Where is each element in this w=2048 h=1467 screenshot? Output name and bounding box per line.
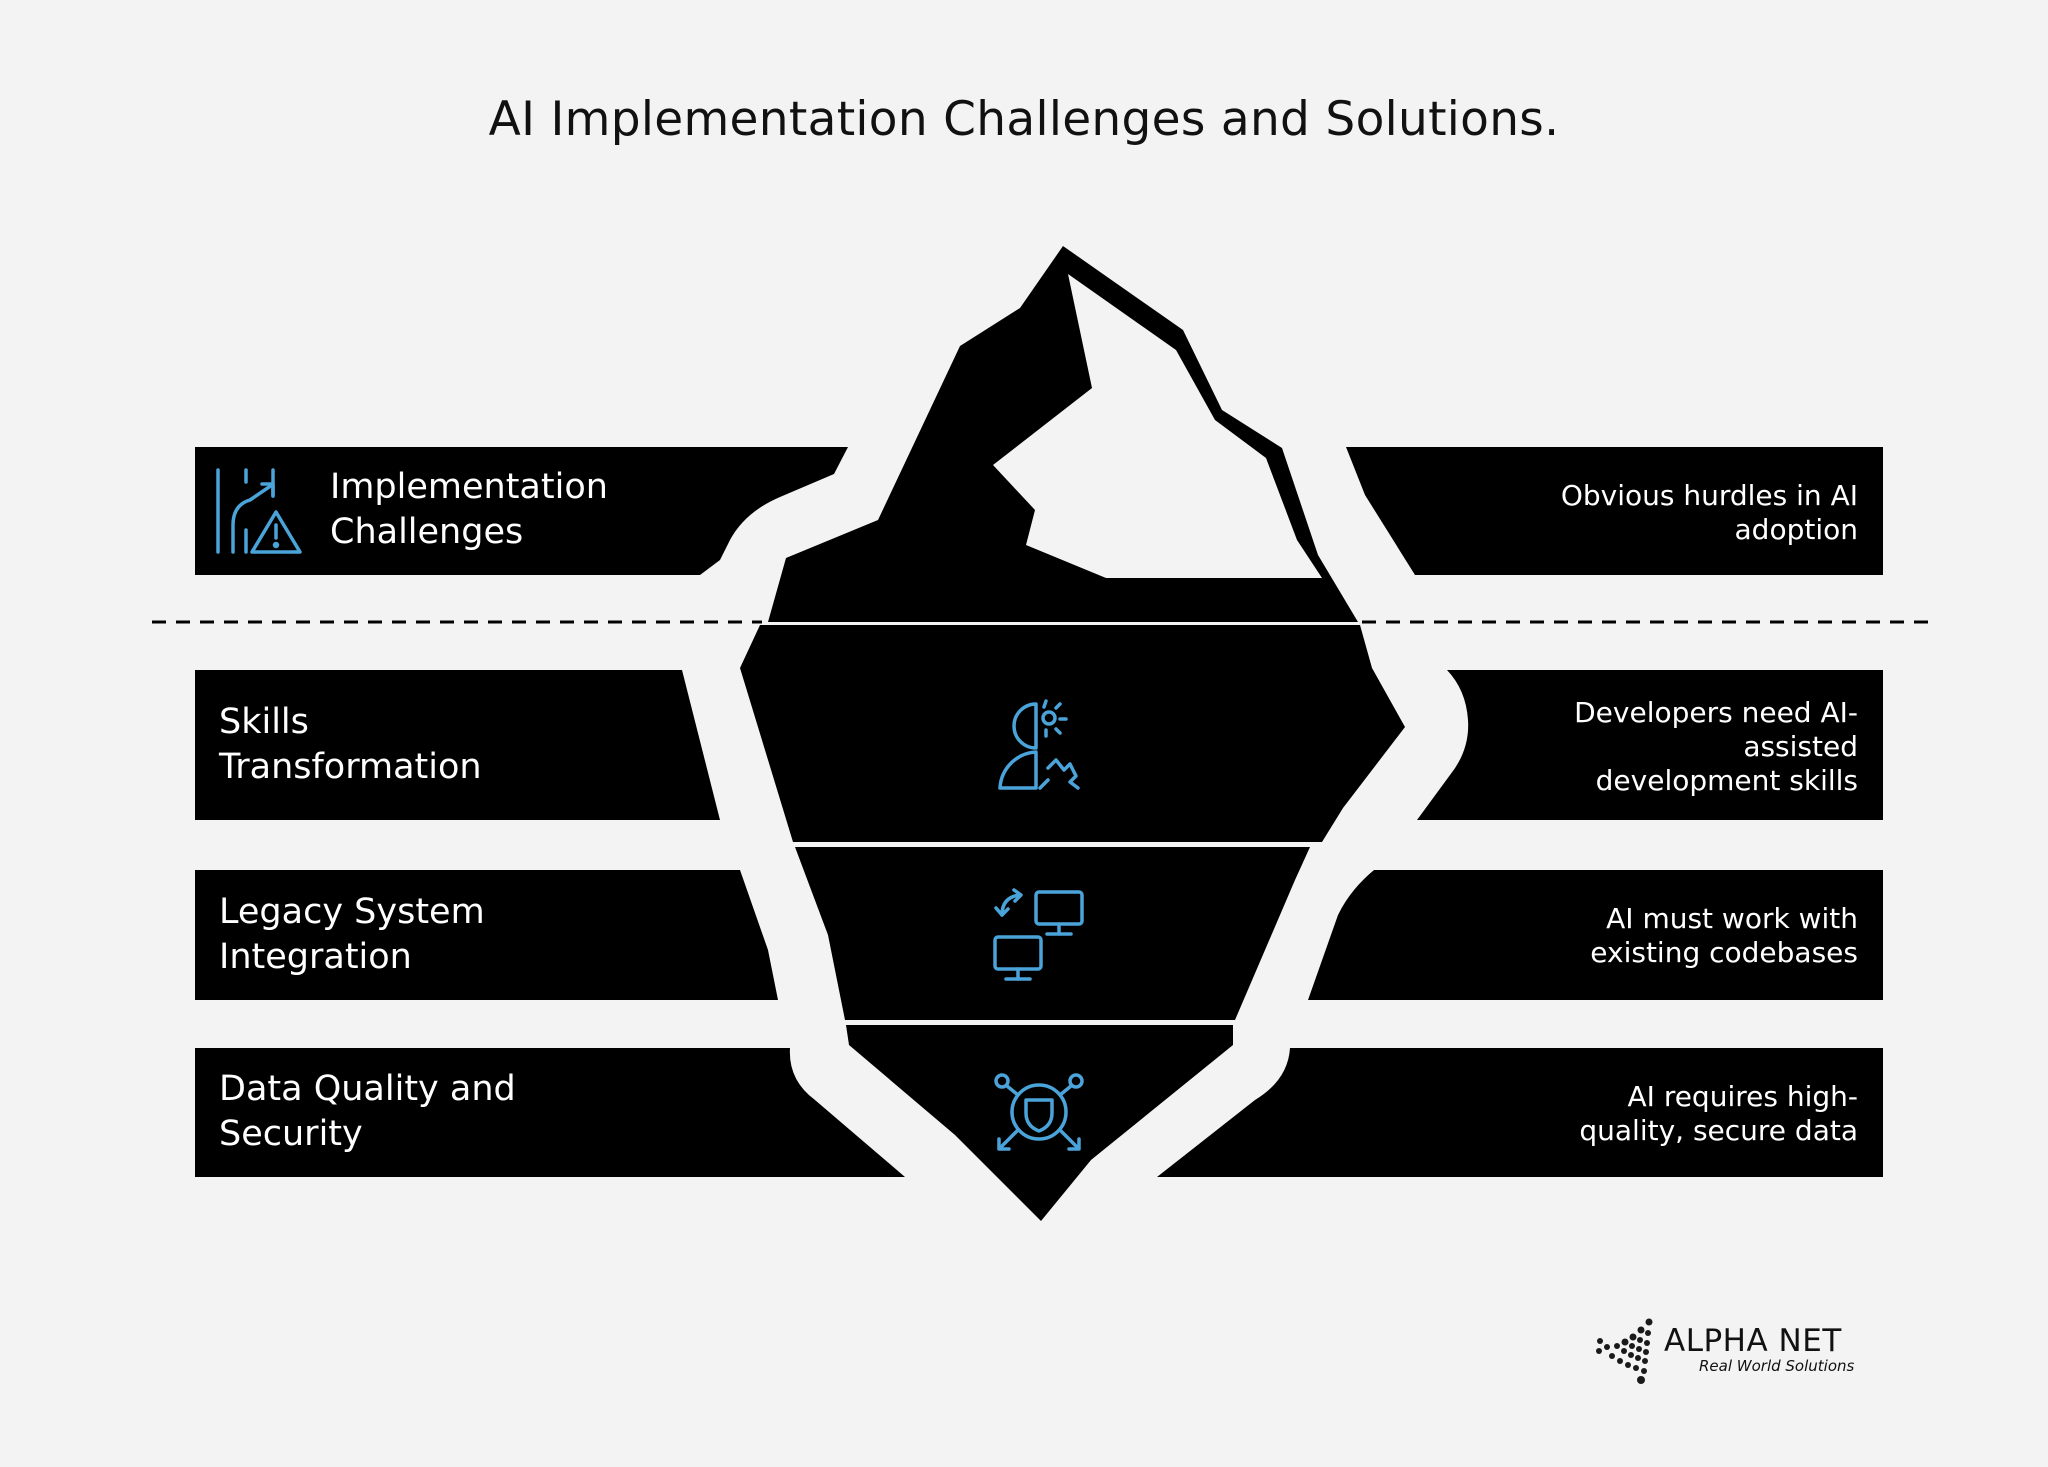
left-band-data [195,1048,905,1177]
right-band-data [1157,1048,1883,1177]
logo-tagline: Real World Solutions [1699,1357,1855,1375]
left-band-implementation [195,447,848,575]
row-description-implementation: Obvious hurdles in AI adoption [1560,479,1858,546]
left-band-legacy [195,870,778,1000]
row-description-skills: Developers need AI- assisted development… [1574,696,1858,797]
iceberg-segment-data [846,1025,1233,1221]
left-band-skills [195,670,720,820]
head-gear-icon [998,699,1080,790]
row-label-implementation: Implementation Challenges [330,467,608,552]
row-description-legacy: AI must work with existing codebases [1590,902,1858,969]
page-title: AI Implementation Challenges and Solutio… [488,92,1560,147]
shield-network-icon [994,1073,1084,1151]
alpha-net-logo-mark [1596,1318,1653,1384]
challenge-warning-icon [216,468,302,554]
monitor-sync-icon [993,888,1084,981]
iceberg-segment-skills [740,625,1405,842]
row-label-legacy: Legacy System Integration [219,892,485,977]
right-band-legacy [1308,870,1883,1000]
right-band-skills [1417,670,1883,820]
logo-name: ALPHA NET [1664,1323,1842,1359]
iceberg-snow [993,274,1322,578]
right-band-implementation [1346,447,1883,575]
row-description-data: AI requires high- quality, secure data [1579,1080,1858,1147]
row-label-skills: Skills Transformation [219,702,482,787]
row-label-data: Data Quality and Security [219,1069,516,1154]
